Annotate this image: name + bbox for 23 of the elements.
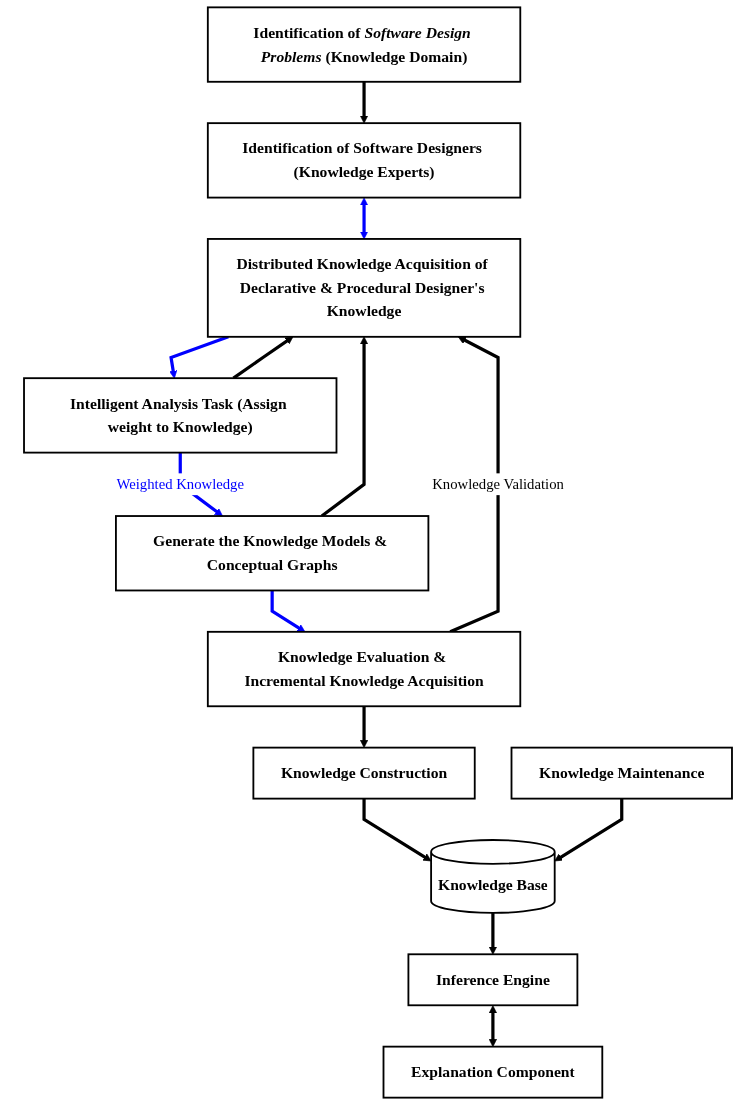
arrow [554, 798, 624, 862]
node-box: Knowledge Construction [252, 746, 476, 800]
arrow [360, 197, 369, 240]
arrow [362, 798, 432, 862]
arrow [320, 336, 369, 518]
node-box: Inference Engine [407, 953, 579, 1007]
node-box: Knowledge Maintenance [510, 746, 733, 800]
node-box: Identification of Software Design Problems (Knowledge Domain) [206, 6, 522, 83]
node-box: Identification of Software Designers (Knowledge Experts) [206, 122, 522, 199]
arrow [488, 1005, 497, 1047]
arrow [232, 336, 294, 380]
arrow [488, 912, 497, 955]
arrow [169, 335, 229, 379]
node-box: Explanation Component [382, 1045, 604, 1099]
arrow [360, 81, 369, 124]
arrow [270, 590, 306, 633]
edge-label: Knowledge Validation [432, 476, 564, 492]
node-box: Knowledge Evaluation & Incremental Knowledge Acquisition [206, 630, 522, 708]
node-box: Generate the Knowledge Models & Conceptual Graphs [115, 515, 430, 592]
node-box: Intelligent Analysis Task (Assign weight to Knowledge) [23, 377, 338, 454]
edge-label: Weighted Knowledge [116, 476, 244, 492]
arrow [360, 706, 369, 748]
node-box: Distributed Knowledge Acquisition of Declarative & Procedural Designer's Knowledge [206, 238, 522, 338]
